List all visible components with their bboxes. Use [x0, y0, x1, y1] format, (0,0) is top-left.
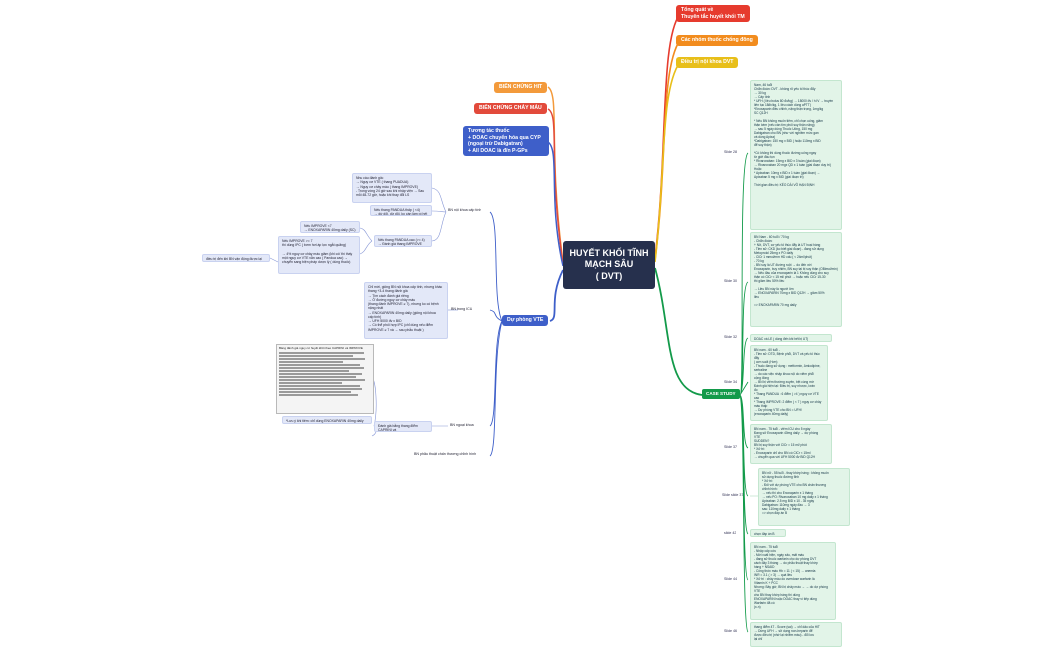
edge-case-spine	[739, 152, 749, 633]
branch-cac-nhom-thuoc[interactable]: Các nhóm thuốc chống đông	[676, 35, 758, 46]
note-improve-low: Nếu IMPROVE <7 → ENOXAPARIN 40mg daily (…	[300, 221, 360, 233]
root-topic[interactable]: HUYẾT KHỐI TĨNH MẠCH SÂU ( DVT)	[563, 241, 655, 289]
topic-phau-thuat-chinh-hinh[interactable]: BN phẫu thuật chấn thương chỉnh hình	[414, 452, 477, 456]
topic-noi-khoa-cap-tinh[interactable]: BN nội khoa cấp tính	[448, 208, 482, 212]
edge-improve-high	[269, 257, 279, 263]
slide-34-note: BN nam - 60 tuổi - - Tiền sử: DTD, Bệnh …	[750, 345, 828, 421]
note-improve-high: Nếu IMPROVE >= 7 thì dùng IPC ( bơm hơi …	[278, 236, 360, 274]
edge-du-phong-subs	[489, 211, 503, 457]
slide-label-42[interactable]: slide 42	[724, 531, 737, 535]
branch-tong-quat[interactable]: Tổng quát về Thuyên tắc huyết khối TM	[676, 5, 750, 22]
slide-32-note: DOAC và LE ( dùng đến khi hết bị UT)	[750, 334, 832, 342]
note-nhu-cau-danh-gia: Nhu cầu đánh giá: → Nguy cơ VTE ( thang …	[352, 173, 432, 203]
edge-case	[654, 267, 703, 396]
edge-padua-subs	[359, 227, 373, 255]
branch-case-study[interactable]: CASE STUDY	[702, 389, 740, 399]
edge-du-phong	[549, 269, 564, 322]
caprini-image-caption: Bảng đánh giá nguy cơ huyết khối theo CA…	[279, 346, 363, 350]
branch-bien-chung-chay-mau[interactable]: BIẾN CHỨNG CHẢY MÁU	[474, 103, 547, 114]
note-dieu-tri-den: điều trị đến khi BN vận động được lại	[202, 254, 270, 262]
slide-label-28[interactable]: Slide 28	[724, 150, 737, 154]
slide-37-note: BN nam - 75 tuổi - viêm ICU cho 5 ngày Đ…	[750, 424, 832, 464]
branch-du-phong-vte[interactable]: Dự phòng VTE	[502, 315, 549, 326]
caprini-table-image: Bảng đánh giá nguy cơ huyết khối theo CA…	[276, 344, 374, 414]
edge-noi-khoa-subs	[431, 187, 447, 242]
slide-44-note: BN nam - 75 tuổi - Nhập cấp cứu - Mới xu…	[750, 542, 836, 620]
topic-ngoai-khoa[interactable]: BN ngoại khoa	[450, 423, 474, 427]
slide-label-30[interactable]: Slide 30	[724, 279, 737, 283]
edge-dieu-tri	[654, 61, 681, 263]
slide-37b-note: BN nữ - 55 tuổi - thay khớp háng : không…	[758, 468, 850, 526]
note-enoxaparin: *Lưu ý khi tiêm: chỉ dùng ENOXAPARIN 40m…	[282, 416, 372, 424]
slide-label-34[interactable]: Slide 34	[724, 380, 737, 384]
note-padua-thap: Nếu thang PANDUA thấp ( <4) → dừ dõi, dừ…	[370, 205, 432, 216]
topic-icu[interactable]: BN trong ICU	[451, 307, 473, 311]
slide-28-note: Nam, 46 tuổi Chẩn đoán: DVT - không rõ y…	[750, 80, 842, 230]
slide-label-46[interactable]: Slide 46	[724, 629, 737, 633]
edge-chay-mau	[547, 108, 564, 265]
branch-dieu-tri[interactable]: Điều trị nội khoa DVT	[676, 57, 739, 68]
slide-label-32[interactable]: Slide 32	[724, 335, 737, 339]
branch-bien-chung-hit[interactable]: BIẾN CHỨNG HIT	[494, 82, 548, 93]
slide-46-note: thang điểm 4T - Score (sai) → chỉ dấu củ…	[750, 622, 842, 647]
note-caprini: Đánh giá bằng thang điểm CAPRINI và IMPR…	[374, 421, 432, 432]
slide-42-note: chọn đáp án B	[750, 529, 786, 537]
note-icu-details: Chỉ mới, giống BN nội khoa cấp tính, như…	[364, 282, 448, 339]
slide-label-slide-37[interactable]: Slide slide 37	[722, 493, 744, 497]
slide-30-note: BN Nam - 60 tuổi / 70 kg - Chẩn đoán: + …	[750, 232, 842, 327]
branch-tuong-tac-thuoc[interactable]: Tương tác thuốc + DOAC chuyển hóa qua CY…	[463, 126, 549, 156]
note-padua-cao: Nếu thang PANDUA cao (>= 4) → Đánh giá t…	[374, 235, 432, 247]
slide-label-44[interactable]: Slide 44	[724, 577, 737, 581]
slide-label-37[interactable]: Slide 37	[724, 445, 737, 449]
edge-tuong-tac	[547, 141, 564, 267]
